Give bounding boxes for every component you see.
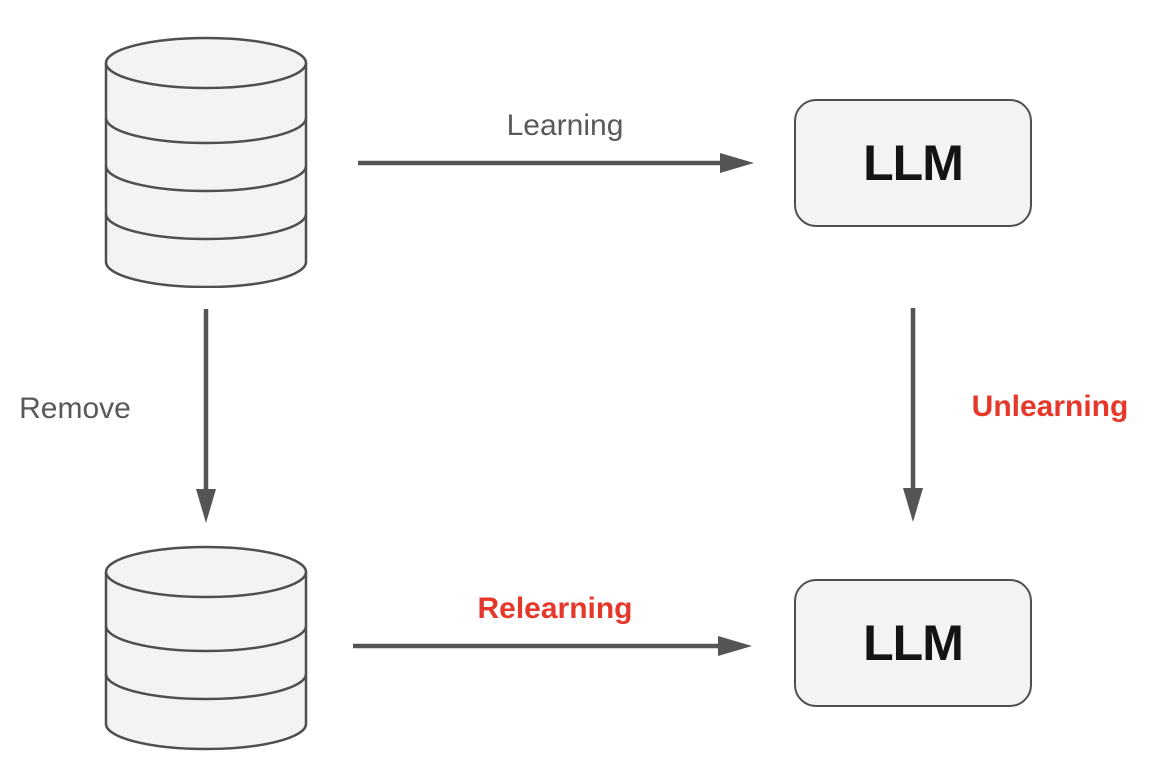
database-icon: [104, 36, 308, 288]
relearning-label: Relearning: [477, 592, 633, 625]
unlearning-arrow: [903, 308, 923, 522]
llm-node-top-label: LLM: [863, 135, 964, 191]
learning-arrow: [358, 153, 754, 173]
database-icon: [104, 545, 308, 751]
learning-label: Learning: [506, 109, 624, 142]
llm-node-bottom-label: LLM: [863, 615, 964, 671]
llm-node-top: LLM: [794, 99, 1032, 227]
unlearning-label: Unlearning: [971, 390, 1129, 423]
llm-node-bottom: LLM: [794, 579, 1032, 707]
remove-label: Remove: [19, 392, 131, 425]
relearning-arrow: [353, 636, 752, 656]
remove-arrow: [196, 309, 216, 523]
